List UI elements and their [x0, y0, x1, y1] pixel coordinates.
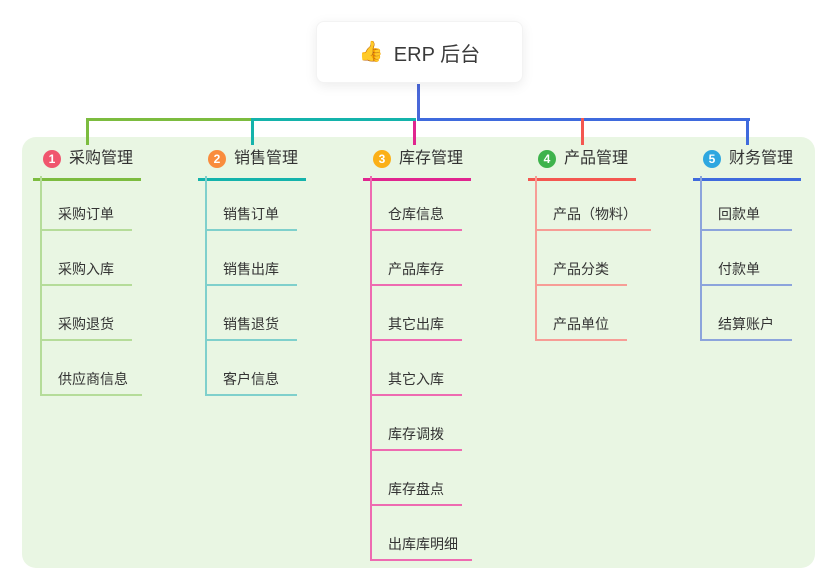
branch-node-2[interactable]: 2 销售管理 [198, 145, 307, 181]
child-node[interactable]: 出库库明细 [370, 506, 472, 561]
child-node-label: 产品库存 [388, 261, 444, 277]
branch-column-4: 4 产品管理产品（物料） 产品分类产品单位 [528, 145, 690, 341]
branch-label: 库存管理 [399, 150, 464, 167]
drop-branch-2 [251, 118, 254, 145]
child-node-label: 客户信息 [223, 371, 279, 387]
child-node-label: 供应商信息 [58, 371, 128, 387]
branch-children: 产品（物料） 产品分类产品单位 [535, 181, 690, 341]
child-node[interactable]: 回款单 [700, 181, 792, 231]
branch-node-1[interactable]: 1 采购管理 [33, 145, 142, 181]
branch-children: 仓库信息产品库存其它出库其它入库库存调拨库存盘点出库库明细 [370, 181, 525, 561]
branch-number-badge: 3 [373, 150, 391, 168]
child-node[interactable]: 库存盘点 [370, 451, 462, 506]
child-node-label: 回款单 [718, 206, 760, 222]
child-node[interactable]: 库存调拨 [370, 396, 462, 451]
child-node-label: 出库库明细 [388, 536, 458, 552]
child-node-label: 其它入库 [388, 371, 444, 387]
branch-children: 采购订单采购入库采购退货供应商信息 [40, 181, 195, 396]
child-node[interactable]: 结算账户 [700, 286, 792, 341]
child-node-label: 采购订单 [58, 206, 114, 222]
child-node-label: 销售退货 [223, 316, 279, 332]
branch-label: 产品管理 [564, 150, 629, 167]
branch-column-3: 3 库存管理仓库信息产品库存其它出库其它入库库存调拨库存盘点出库库明细 [363, 145, 525, 561]
child-node[interactable]: 销售订单 [205, 181, 297, 231]
drop-branch-4 [581, 118, 584, 145]
child-node[interactable]: 客户信息 [205, 341, 297, 396]
child-node[interactable]: 采购退货 [40, 286, 132, 341]
branch-children: 销售订单销售出库销售退货客户信息 [205, 181, 360, 396]
child-node[interactable]: 付款单 [700, 231, 792, 286]
child-node[interactable]: 销售出库 [205, 231, 297, 286]
child-node-label: 付款单 [718, 261, 760, 277]
child-node-label: 销售订单 [223, 206, 279, 222]
child-node-label: 产品（物料） [553, 206, 637, 222]
child-node[interactable]: 产品库存 [370, 231, 462, 286]
branch-label: 财务管理 [729, 150, 794, 167]
child-node-label: 库存调拨 [388, 426, 444, 442]
branch-spine-line [700, 176, 702, 341]
branch-column-1: 1 采购管理采购订单采购入库采购退货供应商信息 [33, 145, 195, 396]
root-node-erp[interactable]: 👍 ERP 后台 [316, 21, 523, 83]
child-node-label: 采购入库 [58, 261, 114, 277]
branch-node-5[interactable]: 5 财务管理 [693, 145, 802, 181]
child-node[interactable]: 采购订单 [40, 181, 132, 231]
child-node[interactable]: 供应商信息 [40, 341, 142, 396]
child-node-label: 产品分类 [553, 261, 609, 277]
child-node-label: 采购退货 [58, 316, 114, 332]
root-node-title: ERP 后台 [393, 43, 481, 66]
branch-column-5: 5 财务管理回款单付款单结算账户 [693, 145, 839, 341]
child-node[interactable]: 仓库信息 [370, 181, 462, 231]
child-node-label: 销售出库 [223, 261, 279, 277]
branch-children: 回款单付款单结算账户 [700, 181, 839, 341]
branch-spine-line [40, 176, 42, 396]
branch-number-badge: 1 [43, 150, 61, 168]
child-node[interactable]: 产品单位 [535, 286, 627, 341]
branch-spine-line [535, 176, 537, 341]
child-node-label: 库存盘点 [388, 481, 444, 497]
bus-segment-branch-1 [86, 118, 252, 121]
branch-number-badge: 5 [703, 150, 721, 168]
child-node[interactable]: 采购入库 [40, 231, 132, 286]
branch-number-badge: 2 [208, 150, 226, 168]
drop-branch-3 [413, 121, 416, 145]
child-node[interactable]: 其它入库 [370, 341, 462, 396]
drop-branch-1 [86, 118, 89, 145]
child-node[interactable]: 产品分类 [535, 231, 627, 286]
child-node-label: 产品单位 [553, 316, 609, 332]
branch-label: 销售管理 [234, 150, 299, 167]
drop-branch-5 [746, 118, 749, 145]
child-node-label: 其它出库 [388, 316, 444, 332]
child-node[interactable]: 产品（物料） [535, 181, 651, 231]
branch-node-3[interactable]: 3 库存管理 [363, 145, 472, 181]
branch-label: 采购管理 [69, 150, 134, 167]
branch-spine-line [370, 176, 372, 561]
thumbs-up-icon: 👍 [358, 41, 384, 63]
bus-segment-branch-2 [251, 118, 416, 121]
branch-spine-line [205, 176, 207, 396]
branches-background-panel [22, 137, 815, 568]
root-connector-vertical [417, 84, 420, 121]
branch-node-4[interactable]: 4 产品管理 [528, 145, 637, 181]
branch-column-2: 2 销售管理销售订单销售出库销售退货客户信息 [198, 145, 360, 396]
child-node[interactable]: 其它出库 [370, 286, 462, 341]
child-node[interactable]: 销售退货 [205, 286, 297, 341]
child-node-label: 结算账户 [718, 316, 774, 332]
child-node-label: 仓库信息 [388, 206, 444, 222]
branch-number-badge: 4 [538, 150, 556, 168]
